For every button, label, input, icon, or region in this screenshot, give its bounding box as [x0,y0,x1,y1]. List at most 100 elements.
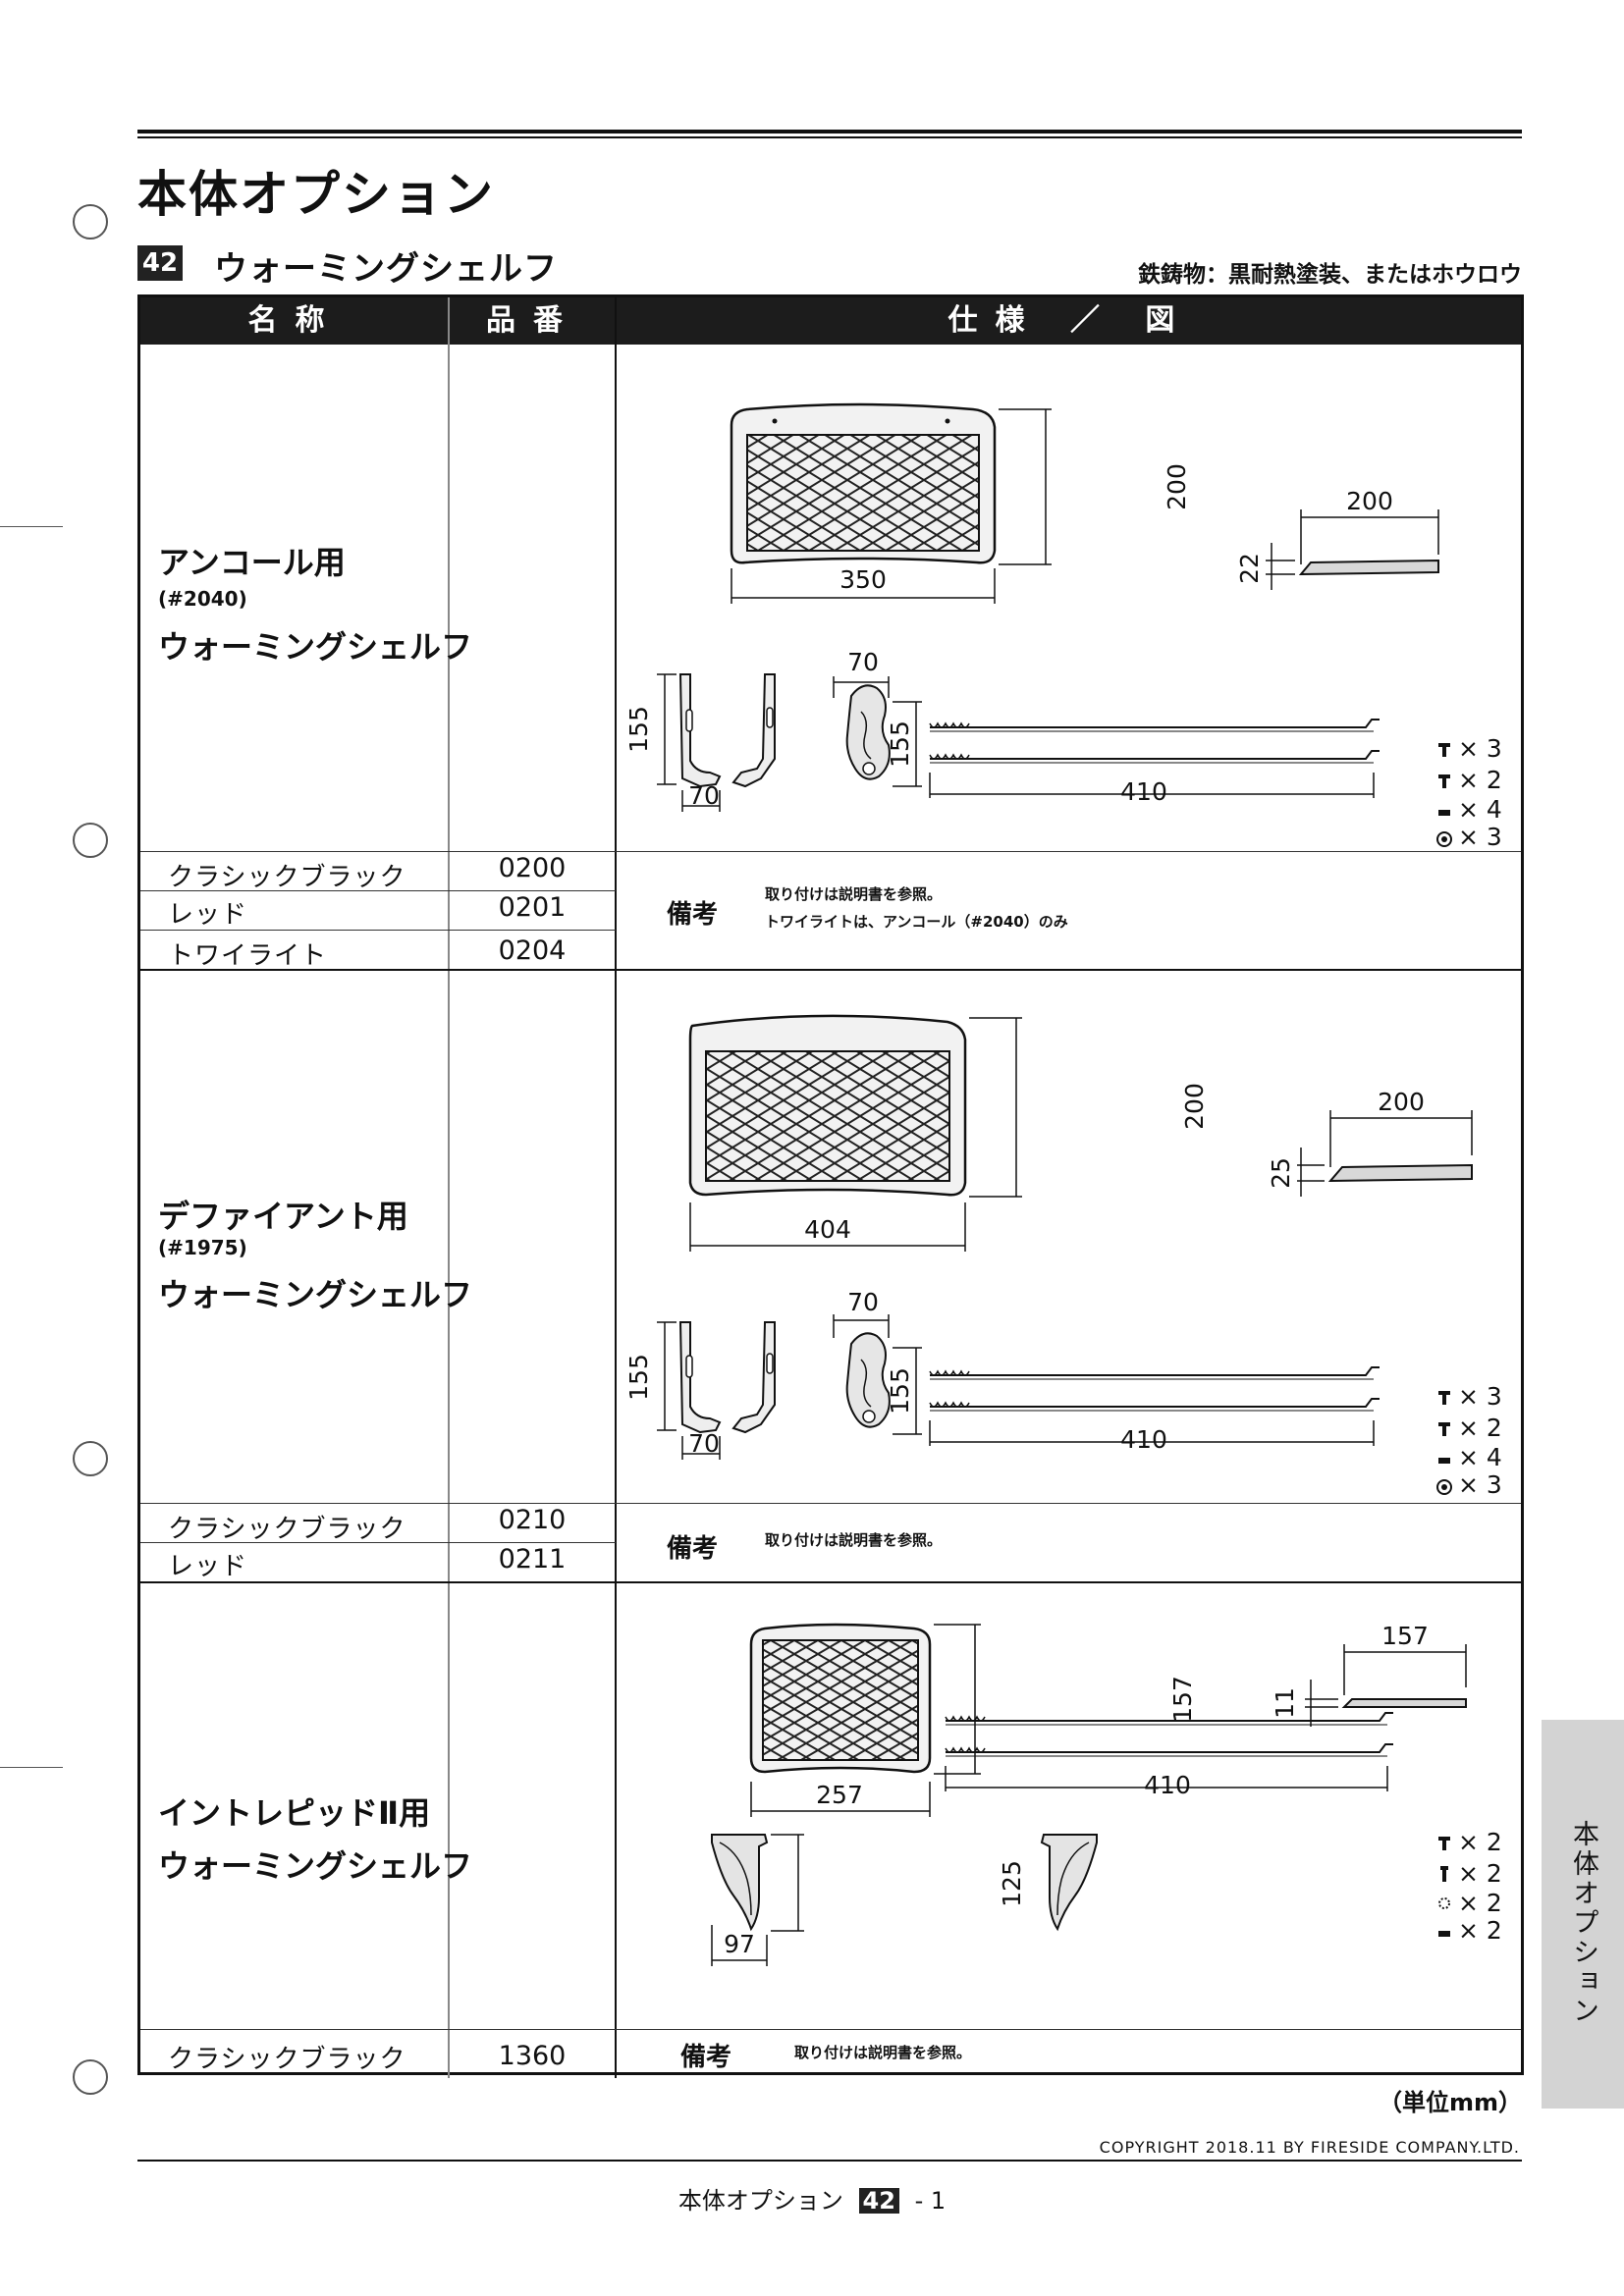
row2-name: デファイアント用 (#1975) ウォーミングシェルフ [158,1195,472,1316]
washer-icon [1436,1479,1452,1495]
gear-washer-icon [1438,1897,1450,1909]
nut-icon [1438,810,1450,816]
row1-dim-bracket-height: 155 [624,706,653,753]
row1-part-4: × 3 [1458,823,1502,849]
row1-name-line1: アンコール用 [158,544,346,581]
variant-sep-1a [140,890,616,891]
row3-dim-panel-height: 157 [1168,1676,1197,1723]
row1-variant1-name: クラシックブラック [168,863,406,892]
row1-bracket-illustration [678,673,776,788]
variant-top-3 [140,2029,1521,2030]
row1-dim-hook-width: 70 [847,648,879,676]
row1-model: (#2040) [158,587,247,611]
row3-panel-illustration [749,1623,932,1774]
header-code: 品番 [486,303,580,338]
section-title: ウォーミングシェルフ [214,249,558,289]
row2-part-2: × 2 [1458,1414,1502,1442]
row2-variant2-code: 0211 [498,1544,567,1575]
row1-remark-label: 備考 [667,900,719,930]
nut-icon [1438,1458,1450,1464]
row2-part-1: × 3 [1458,1382,1502,1411]
row3-remark-label: 備考 [680,2043,732,2072]
col-sep-2 [615,297,617,2078]
material-note: 鉄鋳物：黒耐熱塗装、またはホウロウ [1138,262,1522,288]
margin-tick-2 [0,1767,63,1768]
variant-sep-2a [140,1542,616,1543]
section-number-badge: 42 [137,245,183,281]
footer-suffix: - 1 [914,2187,947,2215]
row2-parts-list: × 3 × 2 × 4 × 3 [1436,1382,1502,1499]
row2-part-3: × 4 [1458,1443,1502,1471]
top-rule [137,130,1522,133]
row2-diagram: 404 200 200 25 155 70 [624,1014,1502,1499]
row2-dim-panel-width: 404 [804,1215,851,1244]
row2-dim-bracket-width: 70 [688,1429,720,1458]
margin-tick-1 [0,526,63,527]
row1-panel-illustration [730,402,997,564]
row3-dim-edge-width: 157 [1381,1622,1429,1650]
row1-rod-illustration [929,719,1380,764]
row1-variant2-name: レッド [168,900,248,930]
footer-number: 42 [858,2188,899,2214]
row2-panel-illustration [688,1014,967,1197]
row1-dim-bracket-width: 70 [688,781,720,810]
row2-remark-1: 取り付けは説明書を参照。 [765,1531,943,1549]
row3-part-2: × 2 [1458,1859,1502,1888]
row3-name-line1: イントレピッドⅡ用 [158,1794,431,1832]
row3-dim-bracket-width: 97 [724,1930,755,1958]
page-footer: 本体オプション 42 - 1 [0,2181,1624,2216]
row1-variant3-code: 0204 [498,935,567,966]
row2-dim-hook-width: 70 [847,1288,879,1316]
row1-dim-edge-width: 200 [1346,487,1393,515]
row1-parts-list: × 3 × 2 × 4 × 3 [1436,734,1502,849]
bottom-rule [137,2160,1522,2162]
row1-dim-rod-length: 410 [1120,777,1167,806]
row2-dim-panel-height: 200 [1180,1083,1209,1130]
bolt-icon [1438,1422,1450,1436]
row2-rod-illustration [929,1366,1380,1412]
header-name: 名称 [247,303,343,338]
top-rule-thin [137,136,1522,138]
row3-parts-list: × 2 × 2 × 2 × 2 [1438,1828,1502,1945]
row1-name-line2: ウォーミングシェルフ [158,628,473,666]
nut-icon [1438,1931,1450,1937]
bolt-icon [1438,774,1450,788]
long-bolt-icon [1440,1866,1448,1882]
row3-part-3: × 2 [1458,1889,1502,1917]
variant-top-1 [140,851,1521,852]
binder-hole-1 [73,204,108,240]
row3-part-4: × 2 [1458,1916,1502,1945]
row1-variant1-code: 0200 [498,853,567,883]
row3-variant1-name: クラシックブラック [168,2045,406,2074]
row1-part-1: × 3 [1458,734,1502,763]
row3-dim-rod-length: 410 [1144,1771,1191,1799]
variant-top-2 [140,1503,1521,1504]
binder-hole-2 [73,823,108,858]
row1-part-2: × 2 [1458,766,1502,794]
row2-remark-label: 備考 [667,1534,719,1564]
row1-name: アンコール用 (#2040) ウォーミングシェルフ [158,541,472,668]
row1-variant2-code: 0201 [498,892,567,923]
row2-dim-rod-length: 410 [1120,1425,1167,1454]
header-spec: 仕様 ／ 図 [947,303,1193,338]
row2-dim-edge-height: 25 [1267,1157,1295,1189]
side-index-tab[interactable]: 本体オプション [1542,1720,1624,2109]
row3-rod-illustration [945,1712,1393,1757]
row1-variant3-name: トワイライト [168,941,328,971]
screw-icon [1438,1391,1450,1405]
row2-name-line1: デファイアント用 [158,1198,408,1235]
row3-part-1: × 2 [1458,1828,1502,1856]
product-table: 名称 品番 仕様 ／ 図 アンコール用 (#2040) ウォーミングシェルフ ク… [137,294,1524,2078]
row3-dim-edge-height: 11 [1271,1687,1299,1719]
washer-icon [1436,831,1452,847]
row3-diagram: 257 157 157 11 125 97 [711,1622,1502,1966]
screw-icon [1438,743,1450,757]
row2-hook-illustration [845,1332,891,1428]
row1-diagram: 350 200 200 200 22 155 70 [624,402,1502,849]
row2-variant1-code: 0210 [498,1505,567,1535]
row-sep-1 [140,969,1521,971]
row1-part-3: × 4 [1458,795,1502,824]
row2-dim-edge-width: 200 [1378,1088,1425,1116]
row-sep-2 [140,1581,1521,1583]
row3-dim-panel-width: 257 [816,1781,863,1809]
